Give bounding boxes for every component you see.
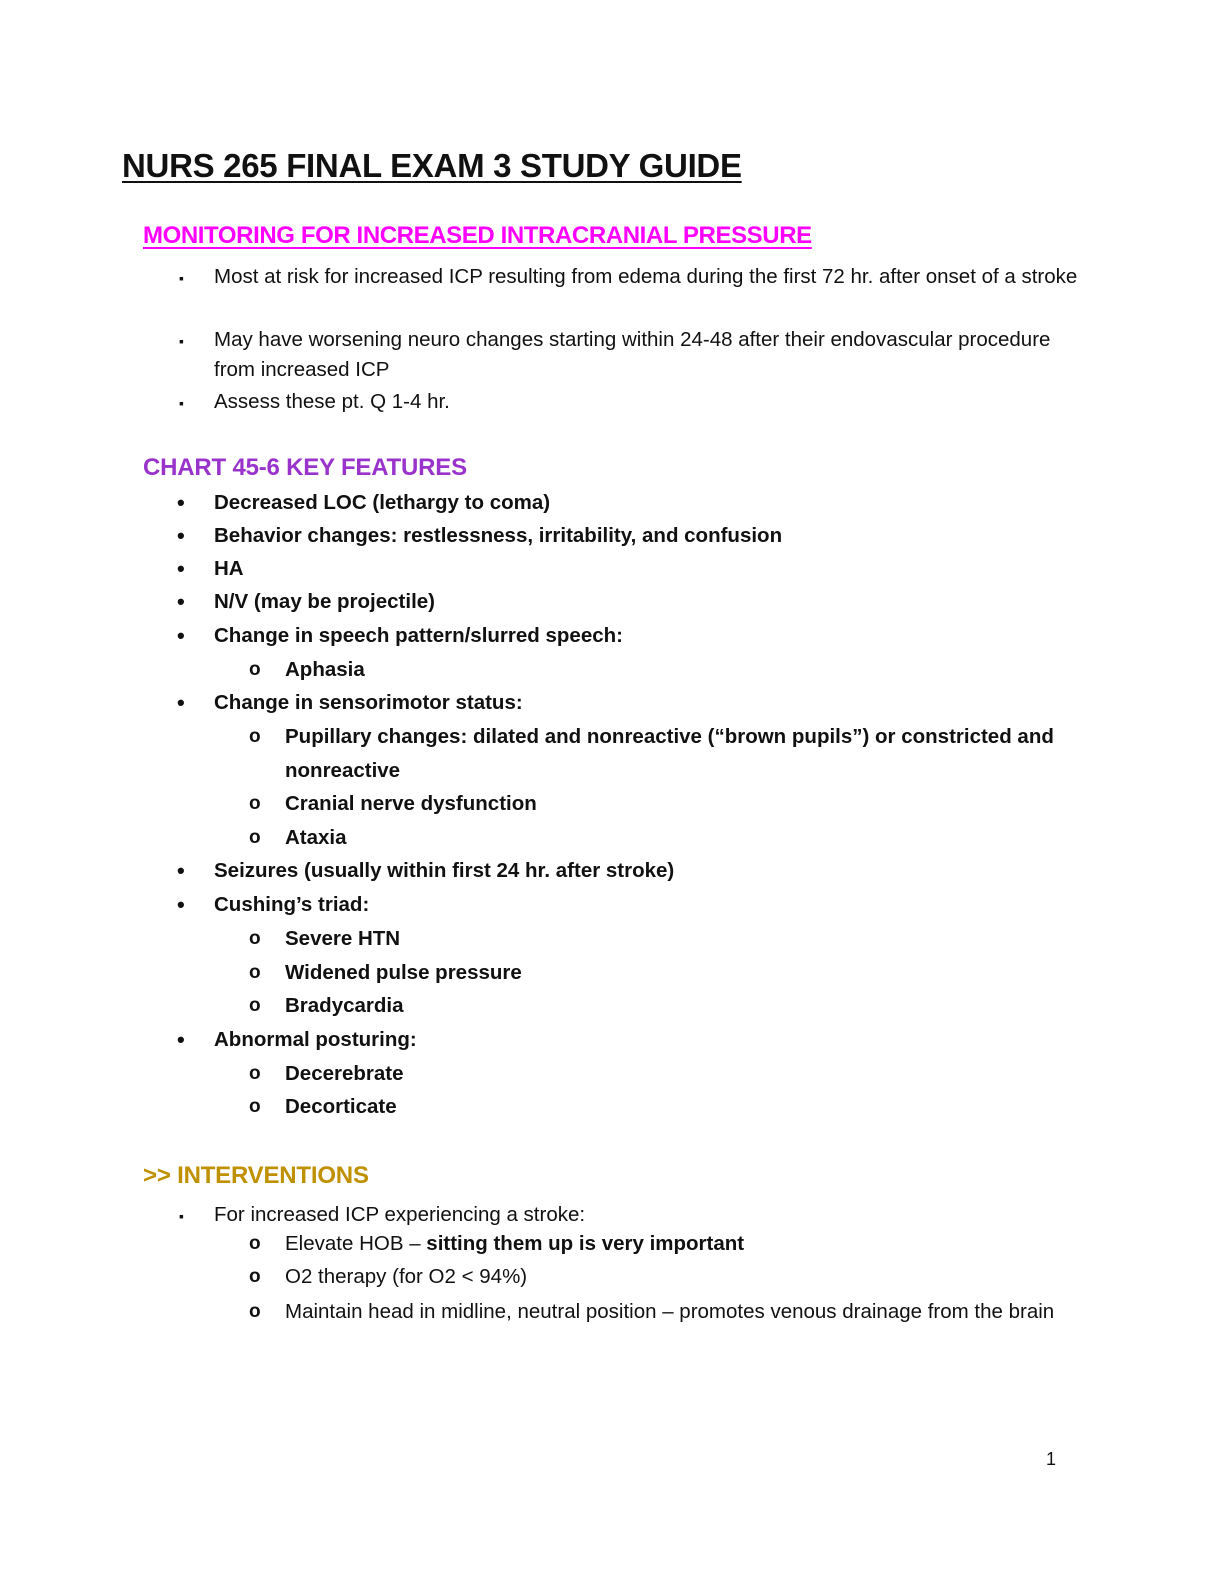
list-item: ▪ Assess these pt. Q 1-4 hr.: [179, 387, 1084, 417]
list-item-text: Seizures (usually within first 24 hr. af…: [214, 859, 675, 882]
list-item: • HA: [177, 552, 1084, 586]
sub-list-item: o Bradycardia: [249, 989, 1085, 1023]
sub-list-item: o O2 therapy (for O2 < 94%): [249, 1262, 1085, 1292]
sub-list-item: o Decerebrate: [249, 1057, 1085, 1091]
sub-list-item: o Aphasia: [249, 653, 1085, 687]
bullet-icon: •: [177, 892, 185, 917]
circle-bullet-icon: o: [249, 1233, 261, 1254]
list-item: • Seizures (usually within first 24 hr. …: [177, 854, 1084, 888]
circle-bullet-icon: o: [249, 726, 261, 747]
list-item-text: N/V (may be projectile): [214, 590, 436, 613]
list-item-text: Aphasia: [285, 658, 365, 681]
list-item: ▪ May have worsening neuro changes start…: [179, 325, 1084, 385]
list-item-text: Severe HTN: [285, 927, 401, 950]
list-item-text: Abnormal posturing:: [214, 1028, 417, 1051]
list-item-text: Elevate HOB –: [285, 1232, 427, 1255]
list-item-text: Assess these pt. Q 1-4 hr.: [214, 390, 450, 413]
circle-bullet-icon: o: [249, 962, 261, 983]
sub-list-item: o Decorticate: [249, 1090, 1085, 1124]
list-item-text: Pupillary changes: dilated and nonreacti…: [285, 725, 1054, 782]
sub-list-item: o Pupillary changes: dilated and nonreac…: [249, 720, 1085, 788]
circle-bullet-icon: o: [249, 1096, 261, 1117]
list-item-text: Behavior changes: restlessness, irritabi…: [214, 524, 783, 547]
circle-bullet-icon: o: [249, 928, 261, 949]
list-item: • Change in speech pattern/slurred speec…: [177, 619, 1084, 653]
circle-bullet-icon: o: [249, 1266, 261, 1287]
list-item-text: Maintain head in midline, neutral positi…: [285, 1300, 1055, 1323]
bullet-icon: ▪: [179, 333, 184, 349]
bullet-icon: •: [177, 623, 185, 648]
circle-bullet-icon: o: [249, 827, 261, 848]
list-item: • Abnormal posturing:: [177, 1023, 1084, 1057]
sub-list-item: o Cranial nerve dysfunction: [249, 787, 1085, 821]
list-item: • Cushing’s triad:: [177, 888, 1084, 922]
emphasis-text: sitting them up is very important: [426, 1232, 745, 1255]
list-item-text: HA: [214, 557, 244, 580]
bullet-icon: •: [177, 589, 185, 614]
list-item-text: Widened pulse pressure: [285, 961, 522, 984]
page-number: 1: [1046, 1449, 1057, 1469]
bullet-icon: •: [177, 858, 185, 883]
bullet-icon: •: [177, 1027, 185, 1052]
list-item-text: O2 therapy (for O2 < 94%): [285, 1265, 528, 1288]
list-item: • Decreased LOC (lethargy to coma): [177, 486, 1084, 520]
sub-list-item: o Severe HTN: [249, 922, 1085, 956]
list-item-text: Ataxia: [285, 826, 347, 849]
list-item-text: Bradycardia: [285, 994, 404, 1017]
circle-bullet-icon: o: [249, 793, 261, 814]
list-item: • N/V (may be projectile): [177, 585, 1084, 619]
list-item-text: Change in speech pattern/slurred speech:: [214, 624, 623, 647]
circle-bullet-icon: o: [249, 1063, 261, 1084]
list-item-text: Cushing’s triad:: [214, 893, 370, 916]
list-item: • Change in sensorimotor status:: [177, 686, 1084, 720]
list-item: ▪ For increased ICP experiencing a strok…: [179, 1200, 1084, 1230]
list-item: ▪ Most at risk for increased ICP resulti…: [179, 262, 1084, 292]
sub-list-item: o Elevate HOB – sitting them up is very …: [249, 1229, 1085, 1259]
sub-list-item: o Maintain head in midline, neutral posi…: [249, 1295, 1085, 1329]
list-item-text: Cranial nerve dysfunction: [285, 792, 537, 815]
monitoring-heading: MONITORING FOR INCREASED INTRACRANIAL PR…: [143, 222, 812, 249]
bullet-icon: •: [177, 490, 185, 515]
bullet-icon: ▪: [179, 395, 184, 411]
list-item-text: Decorticate: [285, 1095, 397, 1118]
list-item: • Behavior changes: restlessness, irrita…: [177, 519, 1084, 553]
list-item-text: Most at risk for increased ICP resulting…: [214, 265, 1078, 288]
circle-bullet-icon: o: [249, 659, 261, 680]
sub-list-item: o Widened pulse pressure: [249, 956, 1085, 990]
bullet-icon: ▪: [179, 270, 184, 286]
circle-bullet-icon: o: [249, 995, 261, 1016]
circle-bullet-icon: o: [249, 1301, 261, 1322]
list-item-text: Decerebrate: [285, 1062, 404, 1085]
page-title: NURS 265 FINAL EXAM 3 STUDY GUIDE: [122, 147, 742, 184]
interventions-heading: >> INTERVENTIONS: [143, 1162, 369, 1189]
list-item-text: Decreased LOC (lethargy to coma): [214, 491, 551, 514]
list-item-text: For increased ICP experiencing a stroke:: [214, 1203, 586, 1226]
bullet-icon: •: [177, 690, 185, 715]
sub-list-item: o Ataxia: [249, 821, 1085, 855]
bullet-icon: •: [177, 523, 185, 548]
bullet-icon: ▪: [179, 1208, 184, 1224]
chart-heading: CHART 45-6 KEY FEATURES: [143, 454, 467, 481]
bullet-icon: •: [177, 556, 185, 581]
list-item-text: May have worsening neuro changes startin…: [214, 328, 1051, 381]
list-item-text: Change in sensorimotor status:: [214, 691, 523, 714]
